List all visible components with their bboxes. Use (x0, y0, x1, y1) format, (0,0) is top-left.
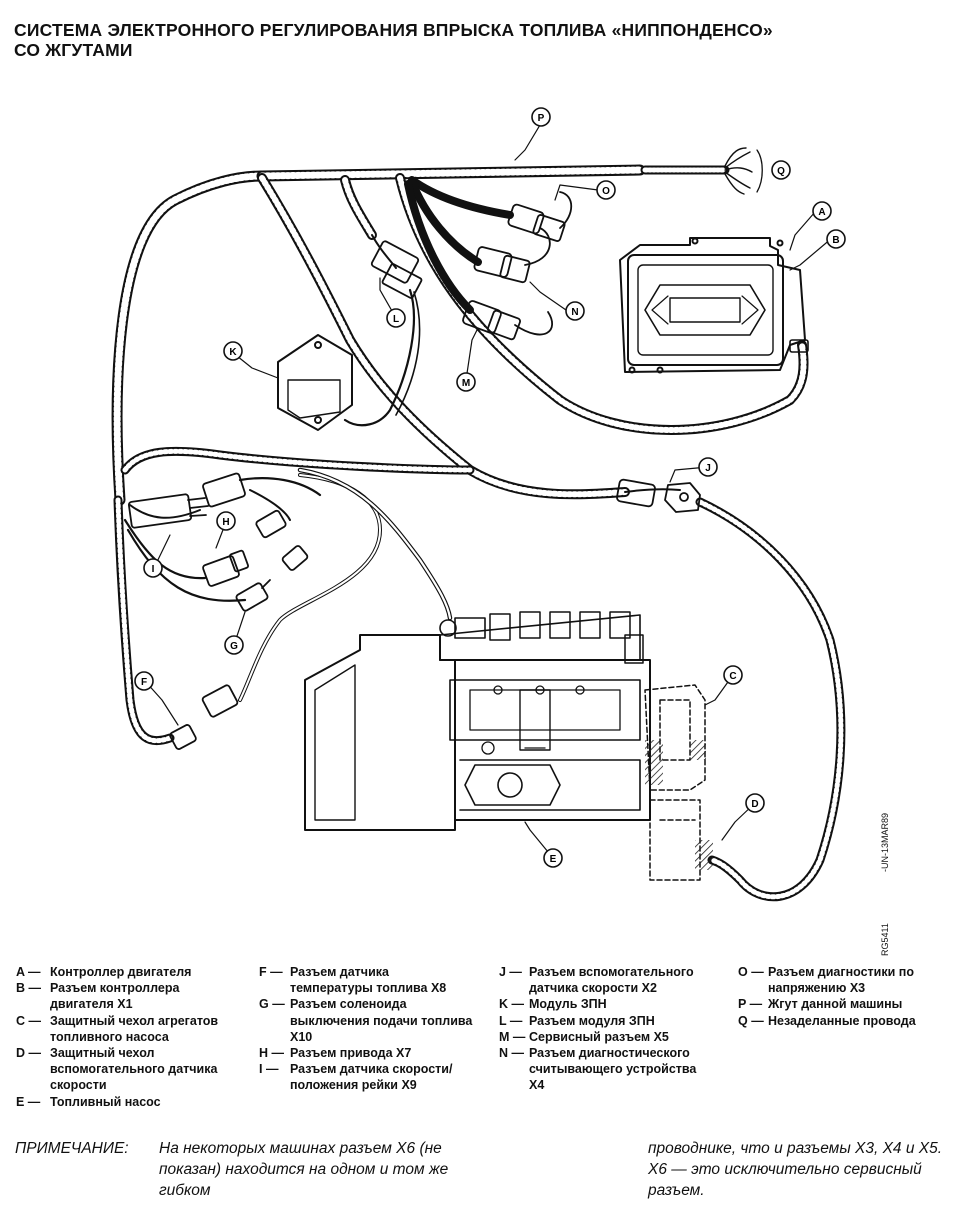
legend-item: Q —Незаделанные провода (738, 1013, 916, 1028)
callout-o: O (596, 180, 616, 200)
legend-column-2: F —Разъем датчика температуры топлива X8… (259, 964, 474, 1094)
zpn-module (277, 334, 353, 431)
engine-controller (619, 237, 809, 374)
callout-j: J (698, 457, 718, 477)
callout-l: L (386, 308, 406, 328)
connector-x8-fuel-temp (202, 472, 309, 571)
legend-item: L —Разъем модуля ЗПН (499, 1013, 655, 1028)
connector-f (169, 684, 239, 750)
connector-x10 (235, 579, 271, 612)
callout-b: B (826, 229, 846, 249)
connector-zpn-module (370, 240, 423, 299)
svg-text:B: B (832, 235, 839, 246)
callout-h: H (216, 511, 236, 531)
svg-text:C: C (729, 671, 736, 682)
svg-text:G: G (230, 641, 238, 652)
connector-x2 (616, 478, 701, 513)
callout-g: G (224, 635, 244, 655)
connector-x3 (507, 191, 573, 242)
svg-text:P: P (538, 113, 545, 124)
callout-a: A (812, 201, 832, 221)
callout-f: F (134, 671, 154, 691)
callout-i: I (143, 558, 163, 578)
svg-text:Q: Q (777, 166, 785, 177)
note-text-right: проводнике, что и разъемы X3, X4 и X5. X… (648, 1140, 943, 1199)
callout-e: E (543, 848, 563, 868)
page-title: СИСТЕМА ЭЛЕКТРОННОГО РЕГУЛИРОВАНИЯ ВПРЫС… (14, 20, 954, 60)
svg-text:D: D (751, 799, 758, 810)
legend-item: A —Контроллер двигателя (16, 965, 192, 979)
legend-item: O —Разъем диагностики по напряжению X3 (738, 965, 914, 996)
legend-item: F —Разъем датчика температуры топлива X8 (259, 965, 447, 996)
svg-text:H: H (222, 517, 229, 528)
callout-q: Q (771, 160, 791, 180)
legend-item: I —Разъем датчика скорости/положения рей… (259, 1062, 453, 1093)
svg-text:M: M (462, 378, 470, 389)
note-label: ПРИМЕЧАНИЕ: (15, 1140, 129, 1157)
legend-item: G —Разъем соленоида выключения подачи то… (259, 997, 473, 1044)
fuel-pump (304, 611, 651, 831)
svg-text:E: E (550, 854, 557, 865)
legend-item: J —Разъем вспомогательного датчика скоро… (499, 965, 694, 996)
legend-item: N —Разъем диагностического считывающего … (499, 1046, 697, 1093)
harness-branch-module (340, 175, 421, 427)
svg-text:K: K (229, 347, 237, 358)
callout-c: C (723, 665, 743, 685)
legend-item: K —Модуль ЗПН (499, 997, 607, 1012)
legend-column-3: J —Разъем вспомогательного датчика скоро… (499, 964, 709, 1094)
harness-branch-diagnostics (404, 176, 514, 314)
harness-aux-speed (624, 488, 846, 902)
svg-text:L: L (393, 314, 399, 325)
svg-text:O: O (602, 186, 610, 197)
legend-item: D —Защитный чехол вспомогательного датчи… (16, 1046, 218, 1093)
svg-text:I: I (152, 564, 155, 575)
callout-m: M (456, 372, 476, 392)
harness-branch-pump (257, 173, 630, 500)
harness-main (111, 164, 730, 506)
legend-column-1: A —Контроллер двигателя B —Разъем контро… (16, 964, 241, 1110)
connector-x9 (127, 493, 209, 529)
title-line-2: СО ЖГУТАМИ (14, 40, 133, 60)
title-line-1: СИСТЕМА ЭЛЕКТРОННОГО РЕГУЛИРОВАНИЯ ВПРЫС… (14, 20, 773, 40)
note-text-left: На некоторых машинах разъем X6 (не показ… (159, 1140, 449, 1199)
svg-text:N: N (571, 307, 578, 318)
figure-code-date: -UN-13MAR89 (880, 812, 890, 872)
legend-column-4: O —Разъем диагностики по напряжению X3 P… (738, 964, 958, 1029)
loose-wires (724, 147, 763, 195)
callout-p: P (531, 107, 551, 127)
svg-text:F: F (141, 677, 147, 688)
harness-left-branch (113, 446, 475, 746)
legend-item: E —Топливный насос (16, 1094, 161, 1109)
legend-item: B —Разъем контроллера двигателя X1 (16, 981, 180, 1012)
callout-k: K (223, 341, 243, 361)
legend-item: C —Защитный чехол агрегатов топливного н… (16, 1013, 219, 1044)
legend-item: H —Разъем привода X7 (259, 1046, 412, 1061)
leader-lines (144, 124, 833, 859)
callout-d: D (745, 793, 765, 813)
callout-n: N (565, 301, 585, 321)
svg-text:J: J (705, 463, 711, 474)
figure-code-id: RG5411 (880, 923, 890, 956)
legend-item: M —Сервисный разъем X5 (499, 1029, 669, 1044)
callouts: P Q O A B N L K M J H I G C F D E (134, 107, 846, 868)
connector-x4 (473, 227, 551, 284)
svg-text:A: A (818, 207, 825, 218)
connector-x7 (202, 549, 249, 587)
legend-item: P —Жгут данной машины (738, 997, 903, 1012)
